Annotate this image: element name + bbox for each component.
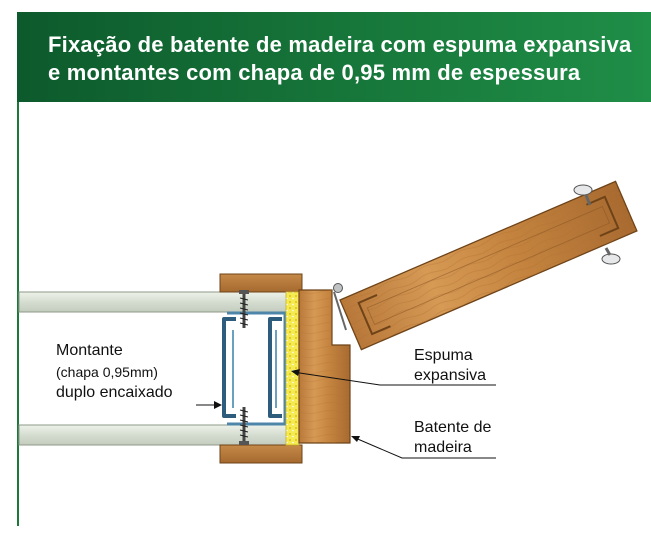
leader-montante — [196, 401, 222, 409]
label-batente-2: madeira — [414, 439, 472, 456]
left-border-line — [17, 102, 19, 526]
screw-lower — [239, 407, 249, 445]
hinge — [333, 283, 347, 331]
upper-wood-trim — [219, 273, 303, 293]
label-espuma-2: expansiva — [414, 367, 487, 384]
label-espuma: Espuma — [414, 347, 473, 364]
screw-upper — [239, 290, 249, 328]
label-montante: Montante — [56, 342, 123, 359]
upper-gypsum-board — [18, 291, 288, 313]
lower-wood-trim — [219, 444, 303, 464]
title-line-2: e montantes com chapa de 0,95 mm de espe… — [48, 60, 581, 85]
title-banner: Fixação de batente de madeira com espuma… — [17, 12, 651, 102]
wood-door-jamb — [298, 289, 351, 444]
leader-espuma — [291, 369, 496, 386]
expanding-foam — [285, 291, 300, 446]
label-batente: Batente de — [414, 419, 492, 436]
door-handle-bottom — [601, 247, 621, 265]
door-leaf — [339, 180, 638, 351]
label-montante-spec: (chapa 0,95mm) — [56, 364, 158, 380]
leader-batente — [351, 436, 496, 459]
label-montante-type: duplo encaixado — [56, 384, 173, 401]
title-line-1: Fixação de batente de madeira com espuma… — [48, 32, 632, 57]
door-handle-top — [573, 184, 593, 206]
steel-stud-profile — [222, 311, 287, 426]
